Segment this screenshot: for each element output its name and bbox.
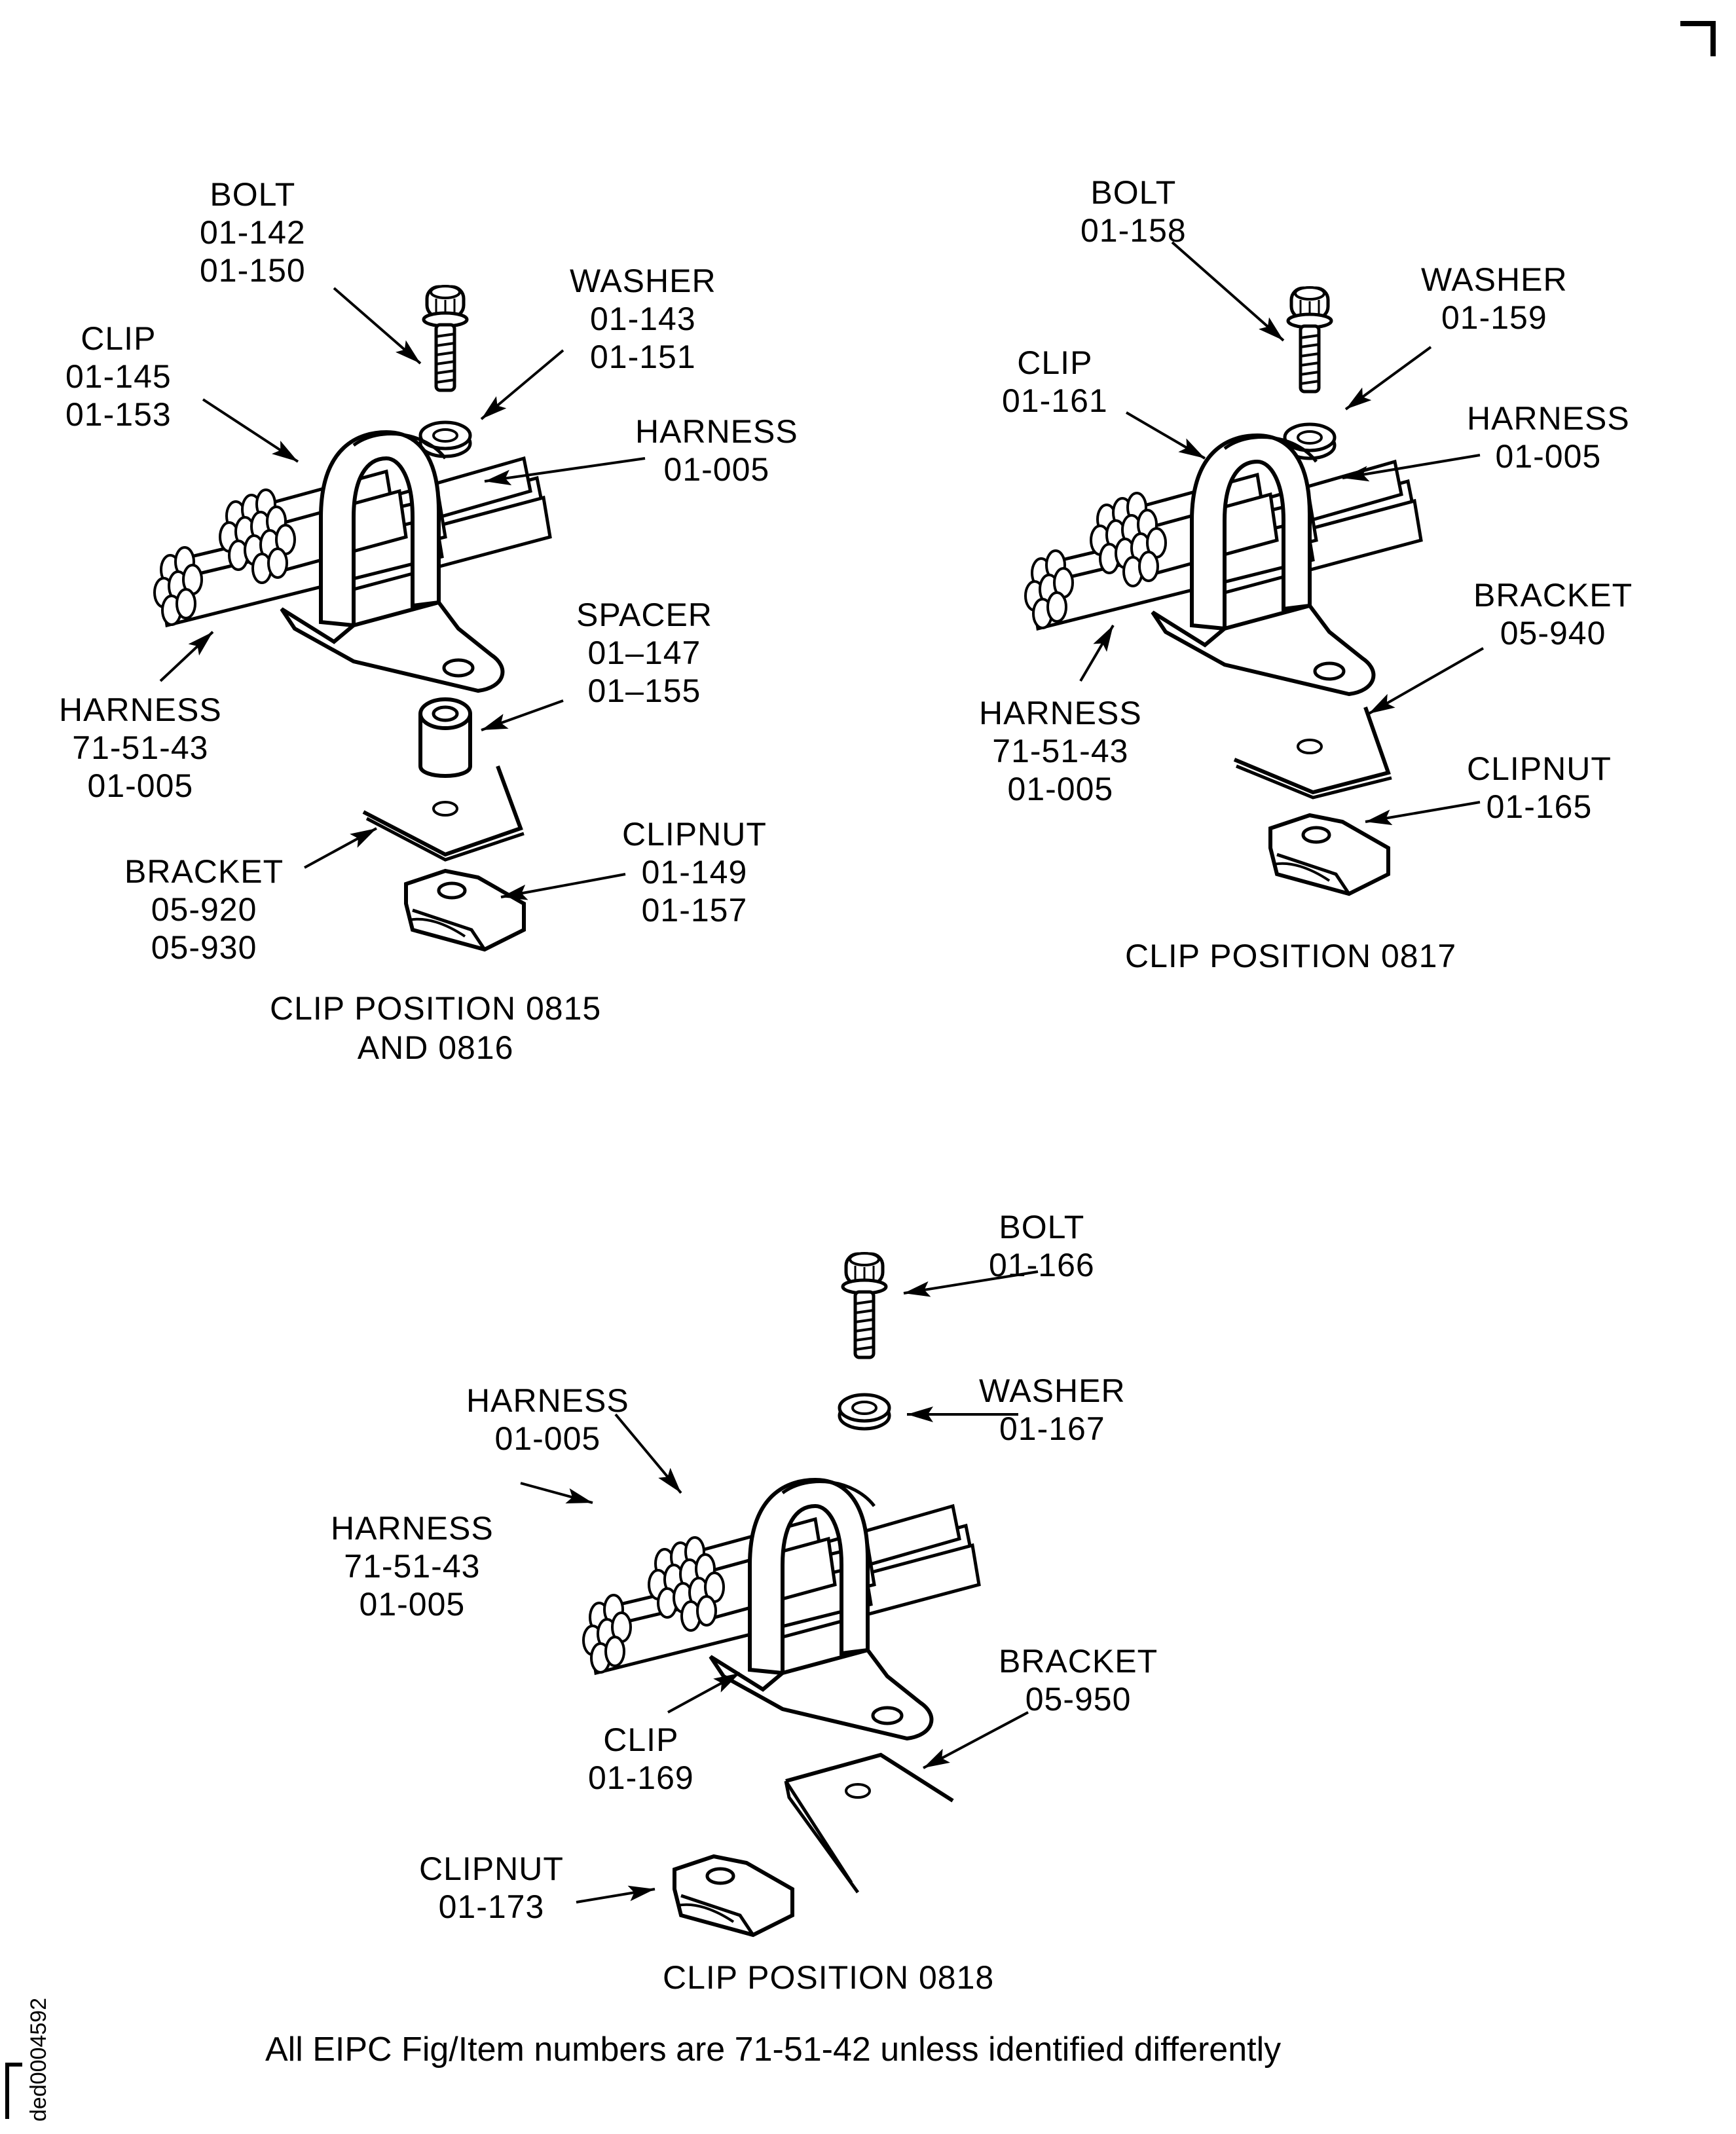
view-0817-drawing — [1025, 241, 1484, 894]
callout-clip-0817: CLIP 01-161 — [1002, 344, 1108, 420]
callout-item: 01-145 — [65, 358, 172, 395]
callout-washer-0818: WASHER 01-167 — [979, 1372, 1126, 1448]
callout-item: 01-005 — [663, 451, 770, 488]
callout-item: 01-005 — [1007, 771, 1114, 807]
callout-bracket-0818: BRACKET 05-950 — [999, 1642, 1158, 1718]
callout-harness-71-51-43-0815: HARNESS 71-51-43 01-005 — [59, 691, 222, 805]
callout-item: 71-51-43 — [992, 733, 1129, 769]
callout-title: BRACKET — [1473, 577, 1633, 614]
callout-item: 01-165 — [1486, 788, 1593, 825]
callout-title: CLIP — [1017, 344, 1093, 381]
callout-clip-0818: CLIP 01-169 — [588, 1721, 694, 1797]
callout-item: 01-153 — [65, 396, 172, 433]
callout-bolt-0815: BOLT 01-142 01-150 — [200, 175, 306, 289]
callout-title: HARNESS — [59, 691, 222, 728]
caption-line: CLIP POSITION 0818 — [663, 1959, 995, 1996]
callout-item: 01-005 — [359, 1586, 466, 1623]
callout-item: 05-950 — [1025, 1681, 1132, 1718]
view-0815-drawing — [155, 286, 646, 949]
callout-title: BOLT — [1090, 174, 1177, 211]
callout-bracket-0817: BRACKET 05-940 — [1473, 576, 1633, 652]
caption-clip-position-0815: CLIP POSITION 0815 AND 0816 — [270, 989, 601, 1067]
callout-title: WASHER — [1421, 261, 1568, 298]
callout-harness-0815: HARNESS 01-005 — [635, 413, 798, 488]
callout-item: 01-149 — [641, 854, 748, 891]
callout-item: 01-157 — [641, 892, 748, 929]
callout-title: SPACER — [576, 597, 712, 633]
callout-bolt-0818: BOLT 01-166 — [989, 1208, 1095, 1284]
callout-item: 01-166 — [989, 1247, 1095, 1283]
callout-bracket-0815: BRACKET 05-920 05-930 — [124, 853, 284, 966]
callout-harness-71-51-43-0818: HARNESS 71-51-43 01-005 — [331, 1509, 494, 1623]
callout-clip-0815: CLIP 01-145 01-153 — [65, 320, 172, 433]
callout-title: CLIP — [603, 1721, 679, 1758]
callout-item: 01-143 — [589, 301, 696, 337]
callout-item: 71-51-43 — [344, 1548, 481, 1585]
callout-item: 05-940 — [1500, 615, 1606, 652]
caption-line: AND 0816 — [357, 1029, 514, 1066]
callout-title: WASHER — [570, 263, 716, 299]
callout-item: 01-005 — [494, 1420, 601, 1457]
callout-clipnut-0815: CLIPNUT 01-149 01-157 — [622, 815, 767, 929]
callout-washer-0815: WASHER 01-143 01-151 — [570, 262, 716, 376]
callout-title: HARNESS — [1467, 400, 1630, 437]
callout-washer-0817: WASHER 01-159 — [1421, 261, 1568, 337]
crop-mark-top-right — [1680, 21, 1716, 56]
caption-line: CLIP POSITION 0815 — [270, 990, 602, 1027]
callout-clipnut-0818: CLIPNUT 01-173 — [419, 1850, 564, 1926]
callout-clipnut-0817: CLIPNUT 01-165 — [1467, 750, 1612, 826]
callout-item: 05-920 — [151, 891, 257, 928]
caption-line: CLIP POSITION 0817 — [1125, 938, 1457, 974]
callout-title: BRACKET — [999, 1643, 1158, 1680]
callout-item: 01-005 — [1495, 438, 1602, 475]
callout-item: 01-151 — [589, 339, 696, 375]
callout-item: 01–147 — [587, 635, 701, 671]
eipc-footnote: All EIPC Fig/Item numbers are 71-51-42 u… — [265, 2031, 1282, 2069]
callout-item: 01-159 — [1441, 299, 1547, 336]
callout-spacer-0815: SPACER 01–147 01–155 — [576, 596, 712, 710]
callout-item: 01-158 — [1080, 212, 1187, 249]
callout-harness-0817: HARNESS 01-005 — [1467, 399, 1630, 475]
callout-title: CLIPNUT — [419, 1850, 564, 1887]
callout-item: 71-51-43 — [72, 729, 209, 766]
callout-bolt-0817: BOLT 01-158 — [1080, 174, 1187, 249]
caption-clip-position-0817: CLIP POSITION 0817 — [1125, 936, 1456, 976]
callout-title: HARNESS — [331, 1510, 494, 1547]
callout-item: 01-173 — [438, 1888, 545, 1925]
callout-item: 05-930 — [151, 929, 257, 966]
callout-title: HARNESS — [635, 413, 798, 450]
callout-harness-71-51-43-0817: HARNESS 71-51-43 01-005 — [979, 694, 1142, 808]
crop-mark-bottom-left — [5, 2063, 22, 2119]
callout-item: 01-005 — [87, 767, 194, 804]
callout-title: BOLT — [210, 176, 296, 213]
callout-item: 01–155 — [587, 672, 701, 709]
callout-title: CLIP — [81, 320, 157, 357]
document-id: ded0004592 — [26, 1997, 51, 2122]
callout-title: HARNESS — [466, 1382, 629, 1419]
callout-item: 01-161 — [1002, 382, 1108, 419]
view-0818-drawing — [520, 1253, 1039, 1935]
callout-title: WASHER — [979, 1372, 1126, 1409]
callout-item: 01-150 — [200, 252, 306, 289]
caption-clip-position-0818: CLIP POSITION 0818 — [663, 1958, 994, 1997]
callout-title: CLIPNUT — [1467, 750, 1612, 787]
callout-title: CLIPNUT — [622, 816, 767, 853]
callout-title: BOLT — [999, 1209, 1085, 1245]
callout-item: 01-169 — [588, 1759, 694, 1796]
callout-title: BRACKET — [124, 853, 284, 890]
callout-title: HARNESS — [979, 695, 1142, 731]
callout-harness-0818: HARNESS 01-005 — [466, 1382, 629, 1458]
callout-item: 01-167 — [999, 1410, 1105, 1447]
callout-item: 01-142 — [200, 214, 306, 251]
